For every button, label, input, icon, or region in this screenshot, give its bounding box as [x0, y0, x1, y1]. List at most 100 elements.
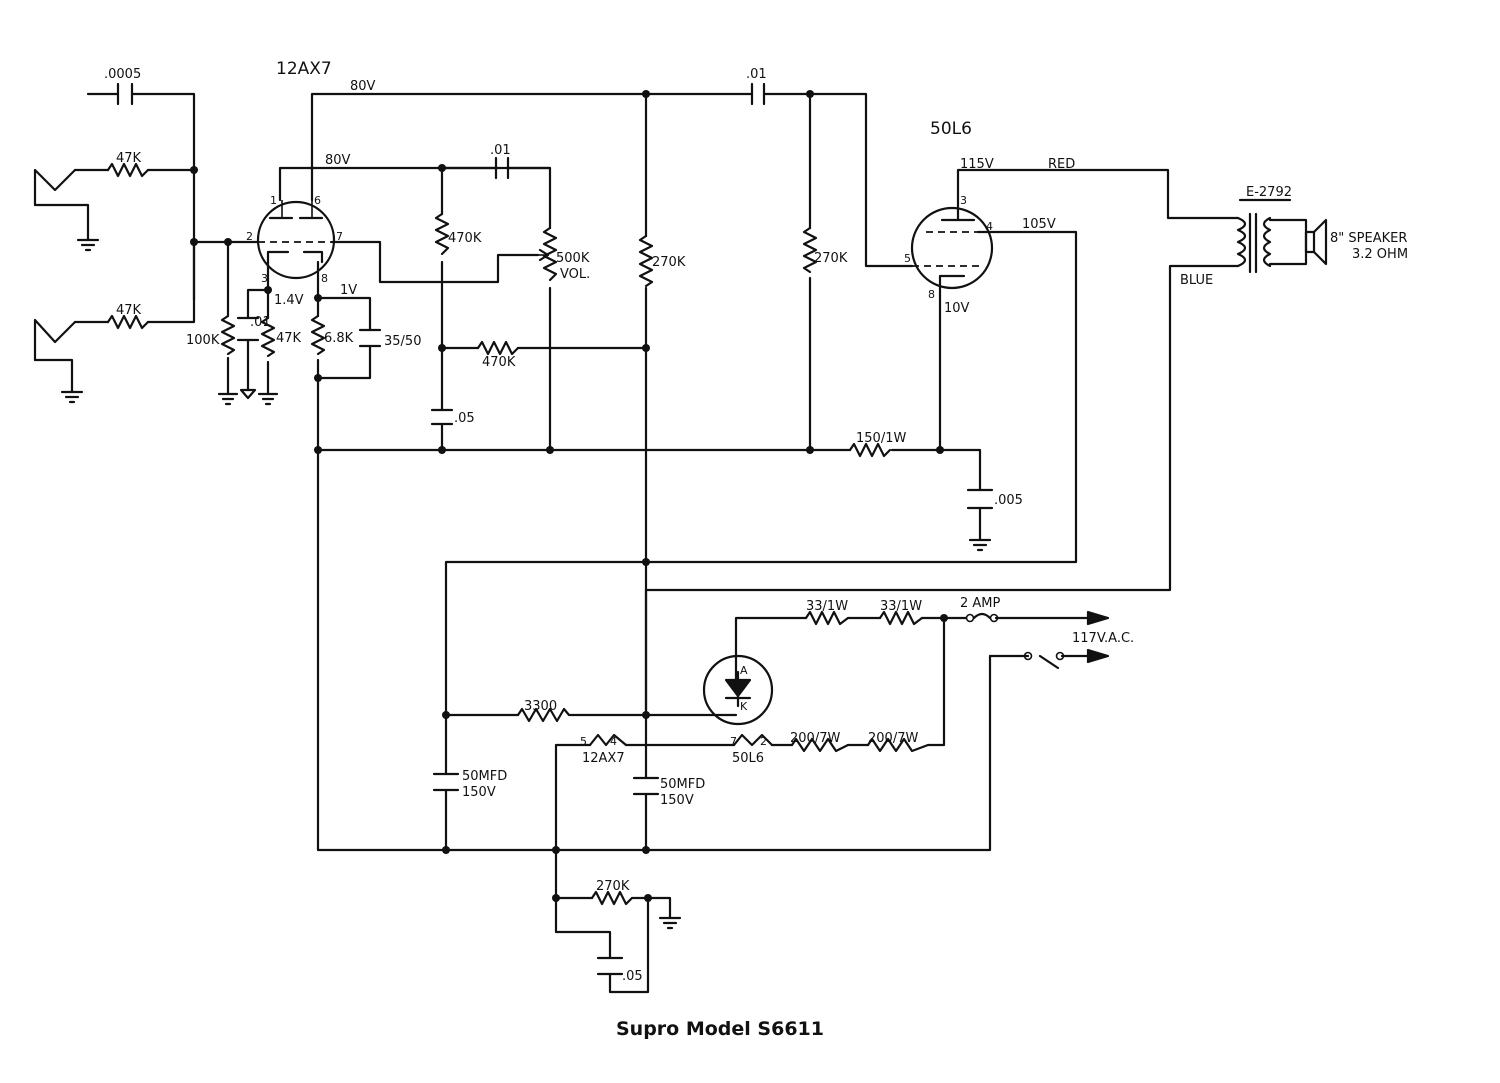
rectifier-diode [702, 654, 774, 726]
svg-text:470K: 470K [482, 355, 516, 370]
capacitor-50mfd-a [432, 772, 460, 792]
svg-text:150V: 150V [660, 793, 694, 808]
resistor-symbols [106, 162, 930, 906]
svg-text:5: 5 [904, 252, 911, 265]
resistor-3300 [516, 707, 571, 723]
svg-text:80V: 80V [325, 153, 351, 168]
resistor-6-8k [310, 314, 326, 356]
capacitor-005 [966, 488, 994, 510]
svg-text:3.2 OHM: 3.2 OHM [1352, 247, 1408, 262]
transformer-labels: E-2792 RED BLUE [1048, 157, 1292, 288]
junction-dots [190, 90, 948, 902]
svg-text:33/1W: 33/1W [880, 599, 922, 614]
svg-text:RED: RED [1048, 157, 1075, 172]
page-title: Supro Model S6611 [616, 1018, 824, 1040]
svg-text:12AX7: 12AX7 [582, 751, 625, 766]
tube-labels: 12AX7 50L6 [276, 59, 972, 139]
svg-text:50MFD: 50MFD [462, 769, 507, 784]
svg-text:270K: 270K [652, 255, 686, 270]
ground-symbols [60, 238, 992, 930]
svg-text:47K: 47K [116, 303, 142, 318]
svg-text:5: 5 [580, 735, 587, 748]
tube-label-12ax7: 12AX7 [276, 59, 332, 79]
svg-text:.01: .01 [490, 143, 511, 158]
svg-text:4: 4 [610, 735, 617, 748]
svg-text:8" SPEAKER: 8" SPEAKER [1330, 231, 1407, 246]
svg-text:50MFD: 50MFD [660, 777, 705, 792]
resistor-47k-b [106, 314, 150, 330]
resistor-470k-feedback [476, 340, 520, 356]
svg-text:50L6: 50L6 [732, 751, 764, 766]
resistor-200-7w-a [790, 737, 850, 753]
pin-labels: 1 6 2 7 3 8 3 4 5 8 [246, 194, 993, 301]
svg-text:.0005: .0005 [104, 67, 141, 82]
svg-text:1.4V: 1.4V [274, 293, 304, 308]
capacitor-01-cathode [236, 316, 260, 342]
svg-text:7: 7 [336, 230, 343, 243]
svg-text:A: A [740, 664, 748, 677]
svg-text:8: 8 [321, 272, 328, 285]
svg-text:E-2792: E-2792 [1246, 185, 1292, 200]
resistor-270k-grid [802, 226, 818, 274]
svg-text:150/1W: 150/1W [856, 431, 906, 446]
svg-text:100K: 100K [186, 333, 220, 348]
speaker-labels: 8" SPEAKER 3.2 OHM [1330, 231, 1408, 262]
capacitor-35-50 [358, 328, 382, 348]
component-labels: .0005 47K 47K 100K .01 47K 6.8K 35/50 47… [104, 67, 1134, 984]
svg-text:35/50: 35/50 [384, 334, 421, 349]
resistor-33-1w-b [878, 610, 924, 626]
capacitor-05 [430, 408, 454, 426]
svg-text:.005: .005 [994, 493, 1023, 508]
heater-symbols [588, 733, 774, 747]
tube-12ax7 [256, 200, 336, 280]
svg-text:10V: 10V [944, 301, 970, 316]
svg-text:270K: 270K [814, 251, 848, 266]
resistor-100k [220, 314, 236, 356]
svg-text:200/7W: 200/7W [868, 731, 918, 746]
svg-text:105V: 105V [1022, 217, 1056, 232]
resistor-150-1w [848, 442, 892, 458]
svg-text:470K: 470K [448, 231, 482, 246]
svg-text:VOL.: VOL. [560, 267, 590, 282]
tube-50l6 [910, 194, 994, 294]
svg-text:1V: 1V [340, 283, 357, 298]
voltage-labels: 80V 80V 1.4V 1V 115V 105V 10V [274, 79, 1056, 316]
svg-text:.01: .01 [250, 315, 271, 330]
svg-text:6: 6 [314, 194, 321, 207]
resistor-200-7w-b [866, 737, 930, 753]
wires [33, 92, 1240, 994]
svg-text:BLUE: BLUE [1180, 273, 1213, 288]
svg-text:.05: .05 [622, 969, 643, 984]
svg-text:150V: 150V [462, 785, 496, 800]
speaker-icon [1268, 218, 1328, 266]
resistor-270k-bplus [638, 234, 654, 288]
resistor-47k-a [106, 162, 150, 178]
svg-text:80V: 80V [350, 79, 376, 94]
diode-labels: A K [740, 664, 748, 713]
resistor-47k-cathode [260, 316, 276, 358]
svg-text:8: 8 [928, 288, 935, 301]
volume-potentiometer [538, 226, 558, 282]
svg-text:115V: 115V [960, 157, 994, 172]
svg-text:47K: 47K [116, 151, 142, 166]
svg-text:2: 2 [760, 735, 767, 748]
tube-label-50l6: 50L6 [930, 119, 972, 139]
svg-text:.01: .01 [746, 67, 767, 82]
svg-text:6.8K: 6.8K [324, 331, 354, 346]
capacitor-0005 [116, 82, 134, 106]
svg-text:3300: 3300 [524, 699, 557, 714]
capacitor-05-bottom [596, 956, 624, 976]
svg-text:200/7W: 200/7W [790, 731, 840, 746]
capacitor-symbols [116, 82, 994, 976]
svg-text:1: 1 [270, 194, 277, 207]
svg-text:2 AMP: 2 AMP [960, 596, 1001, 611]
svg-text:2: 2 [246, 230, 253, 243]
svg-text:270K: 270K [596, 879, 630, 894]
capacitor-01-output [750, 82, 766, 106]
resistor-470k-plate [434, 212, 450, 256]
svg-text:3: 3 [960, 194, 967, 207]
capacitor-50mfd-b [632, 776, 660, 796]
svg-text:500K: 500K [556, 251, 590, 266]
svg-text:47K: 47K [276, 331, 302, 346]
